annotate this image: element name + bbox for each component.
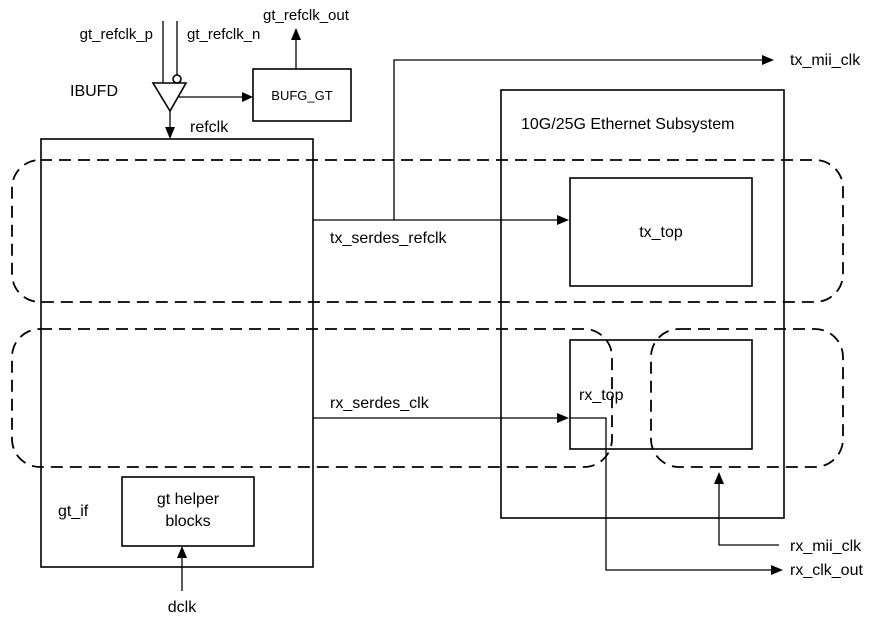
rx-clk-out-arrowhead [771, 565, 783, 575]
rx-mii-clk-wire [718, 484, 779, 546]
ibufd-label: IBUFD [70, 83, 118, 100]
gt-refclk-out-label: gt_refclk_out [263, 7, 350, 24]
gt-helper-blocks-box [121, 476, 255, 547]
ibufd-inverting-bubble [172, 74, 182, 84]
dclk-label: dclk [168, 599, 197, 616]
rx-serdes-clock-domain-region [11, 328, 613, 468]
rx-clk-out-label: rx_clk_out [790, 562, 863, 579]
subsystem-title: 10G/25G Ethernet Subsystem [521, 116, 734, 133]
tx-mii-clk-wire [393, 59, 762, 220]
rx-mii-clk-label: rx_mii_clk [790, 538, 862, 555]
rx-mii-clk-arrowhead [714, 472, 724, 484]
refclk-label: refclk [190, 119, 229, 136]
gt-if-label: gt_if [58, 503, 89, 520]
gt-if-block [40, 138, 314, 568]
gt-refclk-n-label: gt_refclk_n [187, 26, 260, 43]
tx-serdes-refclk-label: tx_serdes_refclk [330, 230, 447, 247]
tx-mii-clk-arrowhead [762, 55, 774, 65]
gt-helper-label-line1: gt helper [157, 491, 220, 508]
ibufd-to-bufg-arrowhead [242, 92, 253, 102]
tx-mii-clk-label: tx_mii_clk [790, 52, 861, 69]
tx-top-block [569, 177, 753, 287]
rx-clk-out-wire [570, 417, 771, 571]
tx-serdes-refclk-arrowhead [557, 215, 569, 225]
rx-serdes-clk-label: rx_serdes_clk [330, 395, 430, 412]
refclk-arrowhead [165, 127, 175, 139]
gt-refclk-p-label: gt_refclk_p [80, 26, 153, 43]
gt-refclk-out-arrowhead [291, 28, 301, 40]
gt-helper-label-line2: blocks [165, 513, 210, 530]
rx-top-block [569, 339, 753, 450]
rx-serdes-clk-arrowhead [557, 413, 569, 423]
dclk-arrowhead [177, 546, 187, 558]
bufg-gt-block [252, 68, 352, 122]
tx-clock-domain-region [11, 159, 844, 303]
ethernet-subsystem-block [500, 89, 785, 519]
bufg-gt-label: BUFG_GT [271, 88, 332, 103]
tx-top-label: tx_top [639, 224, 683, 241]
rx-mii-clock-domain-region [650, 328, 844, 468]
rx-top-label: rx_top [579, 387, 624, 404]
